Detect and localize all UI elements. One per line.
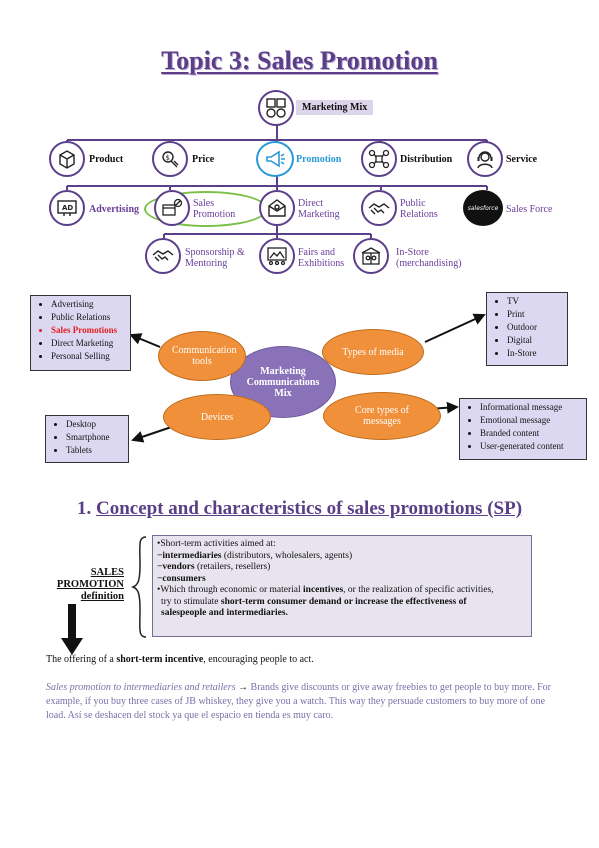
sponsorship-icon <box>145 238 181 274</box>
list-item: Digital <box>507 334 563 347</box>
product-label: Product <box>89 154 124 165</box>
advertising-icon: AD <box>49 190 85 226</box>
sponsorship-label: Sponsorship & Mentoring <box>185 247 245 269</box>
core-types-node: Core types of messages <box>323 392 441 440</box>
list-item: Smartphone <box>66 431 124 444</box>
list-item: Personal Selling <box>51 350 126 363</box>
section-number: 1. <box>76 498 92 519</box>
marketing-mix-label: Marketing Mix <box>296 100 374 115</box>
definition-label: SALES PROMOTION definition <box>56 567 124 602</box>
list-item: Emotional message <box>480 414 582 427</box>
promotion-icon <box>256 141 294 177</box>
offering-sentence: The offering of a short-term incentive, … <box>46 654 314 665</box>
distribution-icon <box>361 141 397 177</box>
ad-icon-text: AD <box>62 204 73 212</box>
list-item: Print <box>507 308 563 321</box>
section-heading: 1. Concept and characteristics of sales … <box>0 498 599 520</box>
messages-list-box: Informational message Emotional message … <box>459 398 587 460</box>
list-item: Branded content <box>480 427 582 440</box>
svg-text:$: $ <box>166 154 170 162</box>
page-title: Topic 3: Sales Promotion <box>161 46 438 75</box>
list-item: In-Store <box>507 347 563 360</box>
distribution-label: Distribution <box>400 154 453 165</box>
list-item: Outdoor <box>507 321 563 334</box>
list-item: Sales Promotions <box>51 324 126 337</box>
sales-force-label: Sales Force <box>506 204 553 215</box>
price-label: Price <box>192 154 215 165</box>
price-icon: $ <box>152 141 188 177</box>
list-item: Informational message <box>480 401 582 414</box>
sales-force-icon: salesforce <box>463 190 503 226</box>
down-arrow-icon <box>61 604 83 655</box>
list-item: User-generated content <box>480 440 582 453</box>
in-store-label: In-Store (merchandising) <box>396 247 462 269</box>
types-of-media-node: Types of media <box>322 329 424 375</box>
product-icon <box>49 141 85 177</box>
direct-marketing-label: Direct Marketing <box>298 198 340 220</box>
list-item: Direct Marketing <box>51 337 126 350</box>
promotion-label: Promotion <box>296 154 342 165</box>
service-label: Service <box>506 154 538 165</box>
media-list-box: TV Print Outdoor Digital In-Store <box>486 292 568 366</box>
sales-promotion-paragraph: Sales promotion to intermediaries and re… <box>46 682 552 721</box>
sales-promotion-label: Sales Promotion <box>193 198 236 220</box>
in-store-icon <box>353 238 389 274</box>
section-title: Concept and characteristics of sales pro… <box>95 498 523 519</box>
sales-promotion-icon <box>154 190 190 226</box>
direct-marketing-icon <box>259 190 295 226</box>
marketing-mix-connectors <box>66 123 488 238</box>
fairs-icon <box>259 238 295 274</box>
fairs-label: Fairs and Exhibitions <box>298 247 345 269</box>
communication-tools-node: Communication tools <box>158 331 246 381</box>
advertising-label: Advertising <box>89 204 139 215</box>
list-item: Advertising <box>51 298 126 311</box>
curly-brace <box>130 536 147 638</box>
devices-list-box: Desktop Smartphone Tablets <box>45 415 129 463</box>
service-icon <box>467 141 503 177</box>
salesforce-logo-text: salesforce <box>467 204 499 212</box>
list-item: Desktop <box>66 418 124 431</box>
list-item: TV <box>507 295 563 308</box>
devices-node: Devices <box>163 394 271 440</box>
list-item: Public Relations <box>51 311 126 324</box>
tools-list-box: Advertising Public Relations Sales Promo… <box>30 295 131 371</box>
list-item: Tablets <box>66 444 124 457</box>
public-relations-icon <box>361 190 397 226</box>
definition-box: •Short-term activities aimed at: −interm… <box>152 535 532 637</box>
marketing-mix-icon <box>258 90 294 126</box>
public-relations-label: Public Relations <box>400 198 438 220</box>
